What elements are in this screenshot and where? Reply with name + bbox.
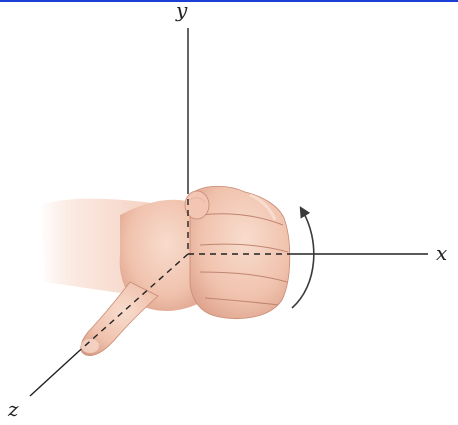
z-axis-hidden — [77, 253, 189, 353]
rotation-arrow — [291, 206, 315, 309]
z-axis-label: z — [7, 397, 19, 421]
right-hand-rule-icon — [40, 185, 291, 356]
x-axis-label: x — [436, 241, 447, 265]
y-axis-label: y — [175, 0, 188, 22]
z-axis — [29, 351, 79, 397]
